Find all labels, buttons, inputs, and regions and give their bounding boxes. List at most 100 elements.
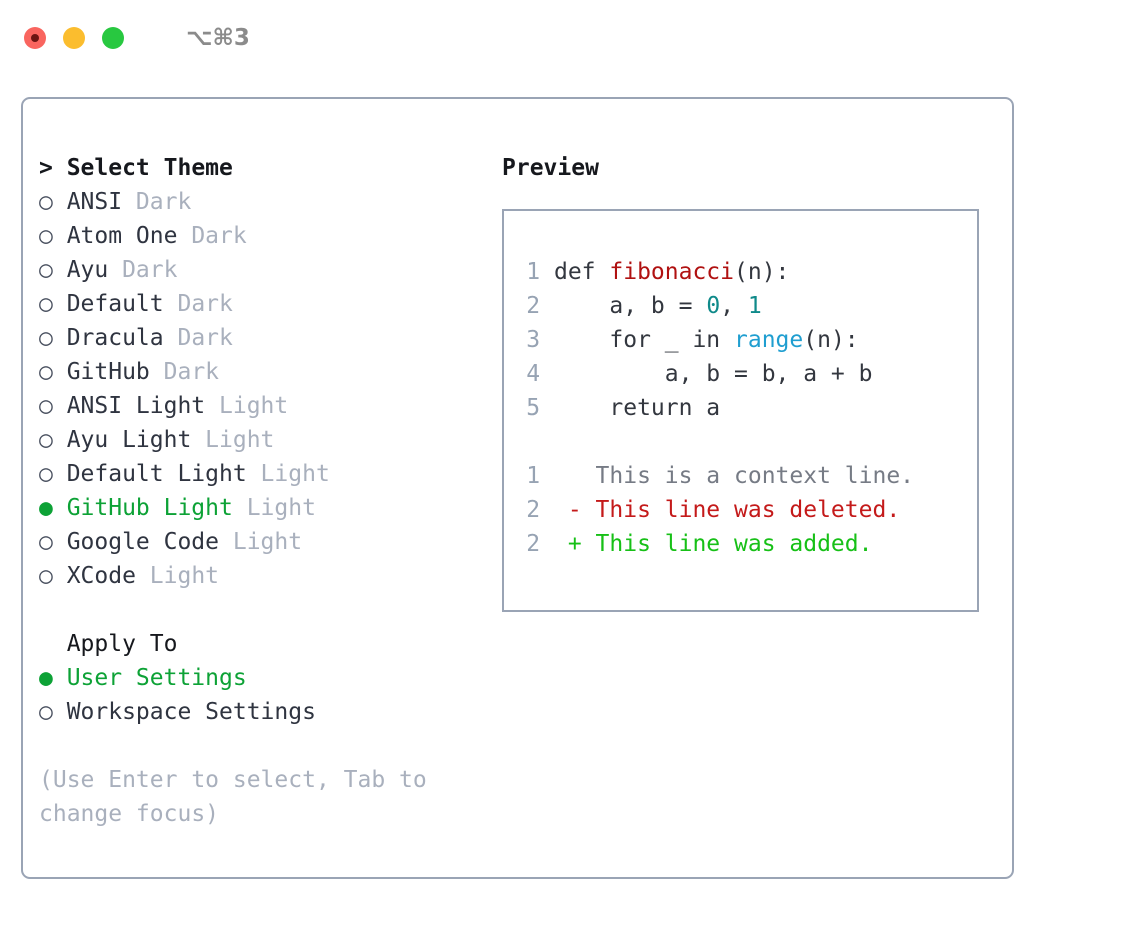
maximize-button[interactable] — [102, 27, 124, 49]
line-number: 3 — [526, 327, 541, 353]
line-number: 2 — [526, 293, 541, 319]
preview-title: Preview — [502, 155, 599, 181]
theme-option-github[interactable]: ○ GitHub Dark — [39, 355, 469, 389]
code-line: 4 a, b = b, a + b — [504, 357, 977, 391]
line-number: 1 — [526, 259, 541, 285]
theme-name: GitHub Light — [66, 495, 233, 521]
line-number: 2 — [526, 531, 541, 557]
diff-line-text: + This line was added. — [553, 531, 873, 557]
theme-kind-badge: Light — [246, 461, 330, 487]
theme-option-github-light[interactable]: ● GitHub Light Light — [39, 491, 469, 525]
code-line: 3 for _ in range(n): — [504, 323, 977, 357]
minimize-button[interactable] — [63, 27, 85, 49]
theme-kind-badge: Dark — [163, 325, 233, 351]
code-line-text: a, b = 0, 1 — [553, 289, 762, 323]
radio-unselected-icon: ○ — [39, 325, 67, 351]
title-bar: ⌥⌘3 — [0, 0, 1140, 76]
diff-line-add: 2 + This line was added. — [504, 527, 977, 561]
code-token: (n): — [734, 259, 790, 285]
theme-kind-badge: Dark — [108, 257, 178, 283]
apply-option-label: Workspace Settings — [66, 699, 316, 725]
theme-option-ansi-light[interactable]: ○ ANSI Light Light — [39, 389, 469, 423]
code-token: 0 — [706, 293, 721, 319]
theme-kind-badge: Light — [232, 495, 316, 521]
code-token: def — [553, 259, 610, 285]
theme-option-default-light[interactable]: ○ Default Light Light — [39, 457, 469, 491]
theme-name: Dracula — [66, 325, 164, 351]
radio-unselected-icon: ○ — [39, 563, 67, 589]
theme-name: ANSI Light — [66, 393, 206, 419]
apply-option-workspace-settings[interactable]: ○ Workspace Settings — [39, 695, 469, 729]
close-button[interactable] — [24, 27, 46, 49]
theme-name: Ayu — [66, 257, 109, 283]
diff-line-del: 2 - This line was deleted. — [504, 493, 977, 527]
code-token: fibonacci — [609, 259, 734, 285]
code-line: 5 return a — [504, 391, 977, 425]
theme-name: Default Light — [66, 461, 247, 487]
diff-sample: 1 This is a context line.2 - This line w… — [504, 459, 977, 561]
theme-kind-badge: Dark — [163, 291, 233, 317]
radio-unselected-icon: ○ — [39, 699, 67, 725]
diff-line-text: - This line was deleted. — [553, 497, 901, 523]
code-token: 1 — [747, 293, 762, 319]
code-line: 1 def fibonacci(n): — [504, 255, 977, 289]
theme-option-ayu-light[interactable]: ○ Ayu Light Light — [39, 423, 469, 457]
theme-name: XCode — [66, 563, 136, 589]
theme-option-atom-one[interactable]: ○ Atom One Dark — [39, 219, 469, 253]
theme-name: Ayu Light — [66, 427, 192, 453]
theme-option-google-code[interactable]: ○ Google Code Light — [39, 525, 469, 559]
radio-unselected-icon: ○ — [39, 223, 67, 249]
radio-unselected-icon: ○ — [39, 461, 67, 487]
theme-option-ansi[interactable]: ○ ANSI Dark — [39, 185, 469, 219]
theme-list[interactable]: ○ ANSI Dark○ Atom One Dark○ Ayu Dark○ De… — [39, 185, 469, 593]
code-token: return a — [553, 395, 721, 421]
code-line: 2 a, b = 0, 1 — [504, 289, 977, 323]
theme-name: Default — [66, 291, 164, 317]
radio-selected-icon: ● — [39, 495, 67, 521]
theme-kind-badge: Light — [191, 427, 275, 453]
code-token: (n): — [803, 327, 859, 353]
theme-option-dracula[interactable]: ○ Dracula Dark — [39, 321, 469, 355]
apply-option-label: User Settings — [66, 665, 247, 691]
theme-picker-card: > Select Theme ○ ANSI Dark○ Atom One Dar… — [21, 97, 1014, 879]
theme-name: Atom One — [66, 223, 178, 249]
theme-kind-badge: Dark — [122, 189, 192, 215]
theme-option-xcode[interactable]: ○ XCode Light — [39, 559, 469, 593]
radio-unselected-icon: ○ — [39, 359, 67, 385]
code-line-text: a, b = b, a + b — [554, 357, 873, 391]
window-controls — [24, 27, 124, 49]
select-theme-header: > Select Theme — [39, 155, 233, 181]
keyboard-hint: (Use Enter to select, Tab to change focu… — [39, 767, 427, 827]
radio-unselected-icon: ○ — [39, 291, 67, 317]
code-token: a, b = — [553, 293, 707, 319]
apply-option-user-settings[interactable]: ● User Settings — [39, 661, 469, 695]
theme-kind-badge: Dark — [149, 359, 220, 385]
apply-to-list[interactable]: ● User Settings○ Workspace Settings — [39, 661, 469, 729]
apply-to-header: Apply To — [66, 631, 178, 657]
code-token: a, b = b, a + b — [553, 361, 873, 387]
theme-option-default[interactable]: ○ Default Dark — [39, 287, 469, 321]
keyboard-shortcut-label: ⌥⌘3 — [186, 25, 250, 51]
radio-unselected-icon: ○ — [39, 393, 67, 419]
code-line-text: return a — [554, 391, 720, 425]
line-number: 5 — [526, 395, 541, 421]
code-line-text: def fibonacci(n): — [554, 255, 789, 289]
code-token: range — [734, 327, 804, 353]
diff-line-text: This is a context line. — [553, 463, 915, 489]
theme-option-ayu[interactable]: ○ Ayu Dark — [39, 253, 469, 287]
theme-list-pane: > Select Theme ○ ANSI Dark○ Atom One Dar… — [39, 151, 469, 831]
code-token: for _ in — [553, 327, 734, 353]
radio-unselected-icon: ○ — [39, 529, 67, 555]
radio-unselected-icon: ○ — [39, 427, 67, 453]
code-token: , — [720, 293, 748, 319]
theme-kind-badge: Light — [219, 529, 303, 555]
theme-kind-badge: Light — [135, 563, 220, 589]
hint-spacer — [39, 729, 469, 763]
list-spacer — [39, 593, 469, 627]
line-number: 4 — [526, 361, 541, 387]
theme-name: Google Code — [66, 529, 220, 555]
theme-kind-badge: Dark — [177, 223, 247, 249]
